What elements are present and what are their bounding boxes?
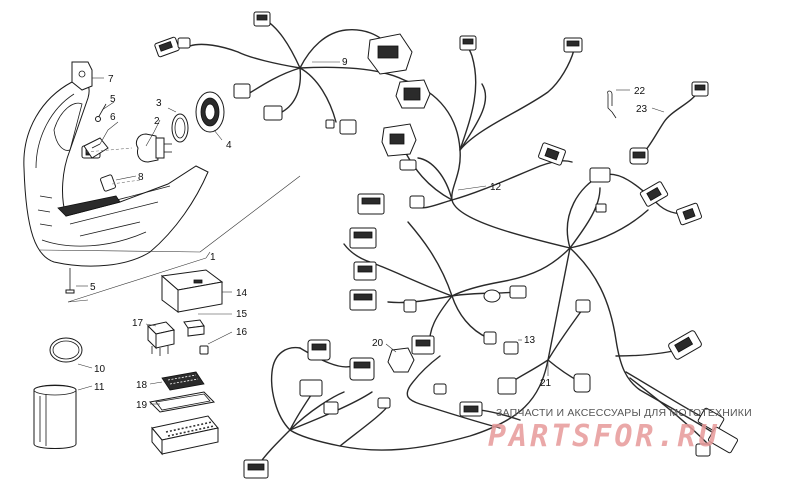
relay-small xyxy=(147,321,175,356)
group-outline xyxy=(39,175,301,303)
leader-lines xyxy=(76,61,665,405)
callout-14: 14 xyxy=(236,288,248,299)
clamp-ring xyxy=(49,337,83,363)
callout-5-bottom: 5 xyxy=(90,282,96,293)
headlight-bulb xyxy=(135,133,172,163)
watermark-logo: PARTSFOR.RU xyxy=(488,419,720,454)
callout-3: 3 xyxy=(156,98,162,109)
retaining-ring xyxy=(171,113,189,143)
callout-18: 18 xyxy=(136,380,148,391)
callout-8: 8 xyxy=(138,172,144,183)
callout-20: 20 xyxy=(372,338,384,349)
callout-19: 19 xyxy=(136,400,148,411)
fuse-box-gasket xyxy=(148,391,216,413)
mounting-clip xyxy=(607,90,617,119)
callout-10: 10 xyxy=(94,364,106,375)
watermark-tagline: ЗАПЧАСТИ И АКСЕССУАРЫ ДЛЯ МОТОТЕХНИКИ xyxy=(496,407,752,419)
callout-21: 21 xyxy=(540,378,552,389)
callout-2: 2 xyxy=(154,116,160,127)
bulb-cover xyxy=(195,91,225,133)
relay-box xyxy=(160,269,224,313)
callout-23: 23 xyxy=(636,104,648,115)
callout-4: 4 xyxy=(226,140,232,151)
callout-13: 13 xyxy=(524,335,536,346)
fuse-label-sheet xyxy=(161,371,205,391)
fuse-small xyxy=(183,319,205,337)
callout-9: 9 xyxy=(342,57,348,68)
callout-12: 12 xyxy=(490,182,502,193)
fuse-mini xyxy=(199,345,209,355)
callout-1: 1 xyxy=(210,252,216,263)
callout-15: 15 xyxy=(236,309,248,320)
callout-6: 6 xyxy=(110,112,116,123)
fuse-box-base xyxy=(151,415,219,456)
headlight-assembly xyxy=(23,61,209,294)
protective-sleeve xyxy=(33,384,77,449)
sensor-connector xyxy=(629,81,709,165)
callout-17: 17 xyxy=(132,318,144,329)
callout-16: 16 xyxy=(236,327,248,338)
callout-11: 11 xyxy=(94,382,105,393)
callout-5-top: 5 xyxy=(110,94,116,105)
callout-22: 22 xyxy=(634,86,646,97)
callout-numbers: 1 2 3 4 5 5 6 7 8 9 10 11 12 13 14 15 16… xyxy=(90,57,648,411)
harness-connectors xyxy=(154,11,739,479)
callout-7: 7 xyxy=(108,74,114,85)
